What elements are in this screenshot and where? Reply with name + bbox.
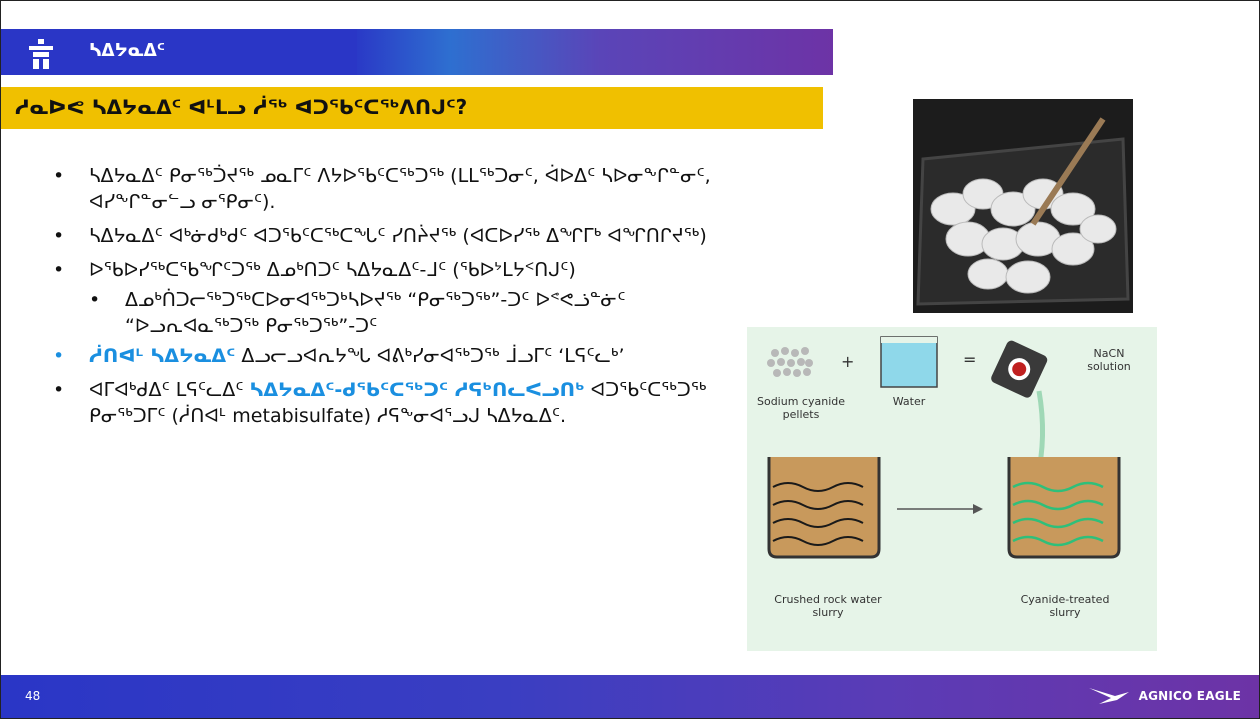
bullet-item: ᐅᖃᐅᓯᖅᑕᖃᖏᑦᑐᖅ ᐃᓄᒃᑎᑐᑦ ᓴᐃᔭᓇᐃᑦ-ᒧᑦ (ᖃᐅᔾᒪᔭᑉᑎᒍᑦ): [53, 257, 753, 283]
bullet-item: ᓴᐃᔭᓇᐃᑦ ᑭᓂᖅᑑᔪᖅ ᓄᓇᒥᑦ ᐱᔭᐅᖃᑦᑕᖅᑐᖅ (ᒪᒪᖅᑐᓂᑦ, ᐋᐅ…: [53, 163, 753, 215]
question-heading: ᓱᓇᐅᕙ ᓴᐃᔭᓇᐃᑦ ᐊᒻᒪᓗ ᓲᖅ ᐊᑐᖃᑦᑕᖅᐱᑎᒍᑦ?: [15, 95, 468, 119]
bullet-item: ᓴᐃᔭᓇᐃᑦ ᐊᒃᓃᑯᒃᑯᑦ ᐊᑐᖃᑦᑕᖅᑕᖓᑦ ᓯᑎᔩᔪᖅ (ᐊᑕᐅᓯᖅ ᐃᖏ…: [53, 223, 753, 249]
sub-bullet-item: ᐃᓄᒃᑏᑐᓕᖅᑐᖅᑕᐅᓂᐊᖅᑐᒃᓴᐅᔪᖅ “ᑭᓂᖅᑐᖅ”-ᑐᑦ ᐅᕝᕙᓘᓐᓃᑦ …: [89, 287, 753, 339]
top-banner-left: [1, 29, 357, 75]
cyanide-pellets-photo: [913, 99, 1133, 313]
highlight-text: ᓲᑎᐊᒻ ᓴᐃᔭᓇᐃᑦ: [89, 345, 236, 367]
top-banner: [1, 29, 833, 75]
brand-name: AGNICO EAGLE: [1138, 689, 1241, 703]
water-label: Water: [892, 395, 926, 408]
slurry-label: Crushed rock water slurry: [774, 593, 882, 619]
bullet-part-a: ᐊᒥᐊᒃᑯᐃᑦ ᒪᕋᑦᓚᐃᑦ: [89, 379, 244, 401]
eagle-logo-icon: [1089, 688, 1129, 704]
process-diagram-graphic: [767, 336, 1121, 559]
treated-slurry-label: Cyanide-treated slurry: [1020, 593, 1110, 619]
footer-bar: 48 AGNICO EAGLE: [1, 675, 1259, 718]
bullet-part-c: ᐊᑐᖃᑦᑕᖅᑐᖅ ᑭᓂᖅᑐᒥᑦ (ᓲᑎᐊᒻ metabisulfate) ᓱᕋᖕ…: [89, 379, 707, 427]
bullet-list: ᓴᐃᔭᓇᐃᑦ ᑭᓂᖅᑑᔪᖅ ᓄᓇᒥᑦ ᐱᔭᐅᖃᑦᑕᖅᑐᖅ (ᒪᒪᖅᑐᓂᑦ, ᐋᐅ…: [53, 163, 753, 437]
highlight-text: ᓴᐃᔭᓇᐃᑦ-ᑯᖃᑦᑕᖅᑐᑦ ᓱᕋᒃᑎᓚᐸᓗᑎᒃ: [249, 379, 585, 401]
page-number: 48: [25, 689, 41, 703]
bullet-item: ᐊᒥᐊᒃᑯᐃᑦ ᒪᕋᑦᓚᐃᑦ ᓴᐃᔭᓇᐃᑦ-ᑯᖃᑦᑕᖅᑐᑦ ᓱᕋᒃᑎᓚᐸᓗᑎᒃ …: [53, 377, 753, 429]
bullet-item-highlight: ᓲᑎᐊᒻ ᓴᐃᔭᓇᐃᑦ ᐃᓗᓕᓗᐊᕆᔭᖓ ᐊᕕᒃᓯᓂᐊᖅᑐᖅ ᒨᓗᒥᑦ ‘ᒪᕋᑦ…: [53, 343, 753, 369]
solution-label: NaCN solution: [1087, 347, 1131, 373]
process-diagram: + = Sodium cyanide pellets Water NaCN so…: [747, 327, 1157, 651]
inukshuk-icon: [29, 39, 53, 69]
question-banner: ᓱᓇᐅᕙ ᓴᐃᔭᓇᐃᑦ ᐊᒻᒪᓗ ᓲᖅ ᐊᑐᖃᑦᑕᖅᐱᑎᒍᑦ?: [1, 87, 823, 129]
bullet-rest: ᐃᓗᓕᓗᐊᕆᔭᖓ ᐊᕕᒃᓯᓂᐊᖅᑐᖅ ᒨᓗᒥᑦ ‘ᒪᕋᑦᓚᒃ’: [241, 345, 625, 367]
page-title: ᓴᐃᔭᓇᐃᑦ: [89, 41, 165, 61]
equals-sign: =: [963, 350, 977, 369]
pellets-label: Sodium cyanide pellets: [756, 395, 845, 421]
plus-sign: +: [841, 352, 855, 371]
